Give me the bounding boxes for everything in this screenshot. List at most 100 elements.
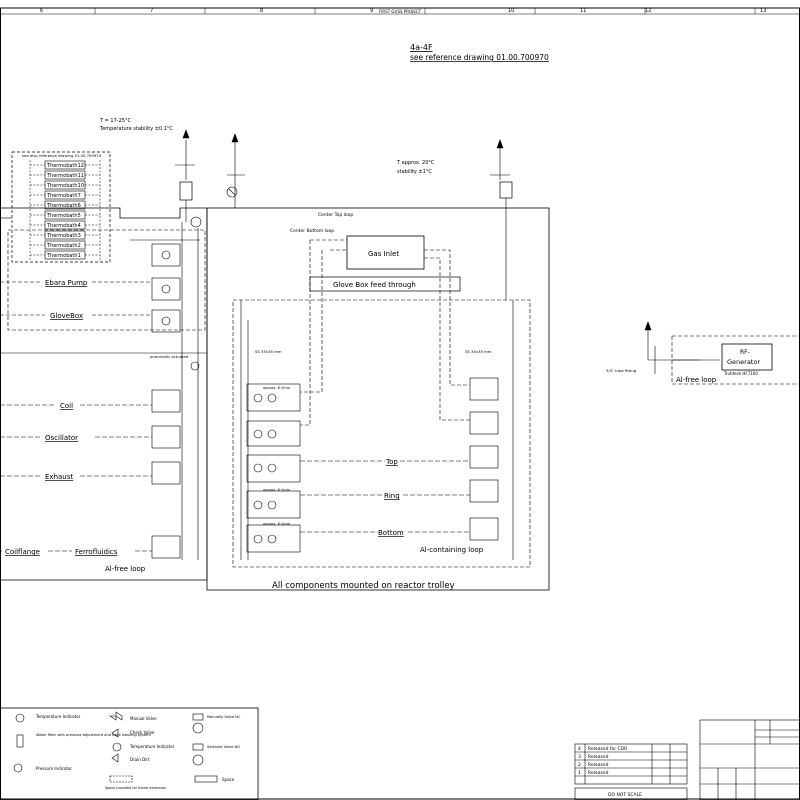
svg-text:8: 8 — [260, 8, 263, 14]
filter-size-right: SS 35x35 mm — [465, 349, 492, 354]
svg-text:Space provided for future exte: Space provided for future extension — [105, 786, 166, 790]
gas-inlet-label: Gas Inlet — [368, 250, 399, 258]
svg-text:Released: Released — [588, 770, 609, 776]
center-feed — [490, 139, 514, 560]
svg-text:2: 2 — [578, 762, 581, 768]
thermobath-pipes — [29, 160, 101, 260]
center-loop-pipes — [232, 239, 531, 568]
thermobath-cabinet — [11, 151, 111, 263]
left-temp-stability: Temperature stability ±0.1°C — [99, 126, 173, 132]
svg-text:approx. 6 l/min: approx. 6 l/min — [263, 522, 290, 526]
thermobath-5: Thermobath5 — [46, 213, 81, 219]
ring-label: Ring — [384, 492, 400, 500]
svg-text:approx. 6 l/min: approx. 6 l/min — [263, 488, 290, 492]
center-top-loop: Center Top loop — [318, 212, 353, 218]
revision-rows: 4 Released for CDR 3 Released 2 Released… — [578, 746, 627, 776]
left-process-lines — [0, 404, 152, 552]
svg-text:Manual Valve: Manual Valve — [130, 716, 157, 721]
right-al-free-label: Al-free loop — [676, 376, 717, 384]
right-tube-fitting: 3/4" tube fitting — [606, 368, 637, 373]
svg-text:Manually Valve NC: Manually Valve NC — [207, 715, 241, 719]
filter-size-left: SS 35x35 mm — [255, 349, 282, 354]
svg-text:Check Valve: Check Valve — [130, 730, 155, 735]
title-block — [699, 719, 800, 800]
center-bottom-loop: Center Bottom loop — [290, 228, 334, 234]
ref-code: 4a-4F — [410, 43, 433, 52]
svg-text:11: 11 — [580, 8, 586, 14]
svg-text:Released: Released — [588, 754, 609, 760]
coilflange-label: Coilflange — [5, 548, 40, 556]
left-main-frame — [0, 207, 208, 581]
grid-ticks — [94, 8, 756, 14]
left-temp-range: T = 17-25°C — [99, 118, 131, 124]
mounted-note: All components mounted on reactor trolle… — [272, 581, 455, 591]
svg-text:7: 7 — [150, 8, 153, 14]
left-temp-indicator — [190, 216, 202, 228]
svg-text:Pressure Indicator: Pressure Indicator — [36, 766, 72, 771]
svg-text:Water filter with pressure adj: Water filter with pressure adjustment an… — [36, 733, 151, 737]
rf-generator-line2: Generator — [727, 358, 760, 366]
right-loop — [644, 321, 800, 385]
thermobath-4: Thermobath4 — [46, 223, 81, 229]
grid-numbers: 6 7 8 9 10 11 12 13 — [40, 8, 766, 14]
center-process-lines — [300, 460, 470, 533]
svg-text:Released: Released — [588, 762, 609, 768]
svg-text:4: 4 — [578, 746, 581, 752]
ebara-pump-label: Ebara Pump — [45, 279, 88, 287]
legend-frame — [0, 707, 259, 800]
thermobath-2: Thermobath2 — [46, 243, 81, 249]
bottom-label: Bottom — [378, 529, 404, 537]
svg-text:1: 1 — [578, 770, 581, 776]
thermobath-10: Thermobath10 — [46, 183, 84, 189]
center-stability: stability ±1°C — [397, 169, 432, 175]
thermobath-ref-note: see also reference drawing 01.00.700970 — [22, 153, 102, 158]
glovebox-feed-label: Glove Box feed through — [333, 281, 416, 289]
reactor-trolley-frame — [206, 207, 550, 591]
thermobath-3: Thermobath3 — [46, 233, 81, 239]
svg-text:6: 6 — [40, 8, 43, 14]
rf-generator-line1: RF- — [740, 349, 750, 356]
thermobath-6: Thermobath6 — [46, 203, 81, 209]
svg-text:12: 12 — [645, 8, 651, 14]
svg-text:Released for CDR: Released for CDR — [588, 746, 627, 752]
center-left-column — [240, 300, 249, 560]
left-pressure-indicator — [226, 186, 238, 198]
svg-text:Temperature Indicator: Temperature Indicator — [35, 714, 81, 719]
top-label: Top — [385, 458, 398, 466]
svg-text:Space: Space — [222, 777, 235, 782]
exhaust-label: Exhaust — [45, 473, 73, 481]
left-manifold — [130, 222, 200, 560]
ferrofluidics-label: Ferrofluidics — [75, 548, 118, 556]
flow-labels: approx. 6 l/min approx. 6 l/min approx. … — [263, 386, 290, 526]
legend-texts: Temperature Indicator Water filter with … — [35, 714, 241, 790]
thermobath-stack: Thermobath12 Thermobath11 Thermobath10 T… — [44, 160, 86, 260]
revision-table — [574, 743, 688, 800]
left-filter-unit — [179, 181, 193, 201]
svg-text:Temperature Indicator: Temperature Indicator — [129, 744, 175, 749]
ref-drawing: see reference drawing 01.00.700970 — [410, 53, 549, 62]
left-loop-label: Al-free loop — [105, 565, 146, 573]
pneumatic-label: pneumatic actuated — [150, 354, 189, 359]
center-filter-unit — [499, 181, 513, 199]
gas-inlet-box — [346, 235, 425, 270]
trumpf-label: Truhteck HF7100 — [723, 371, 758, 376]
center-flow-units — [246, 377, 499, 553]
thermobath-1: Thermobath1 — [46, 253, 81, 259]
glovebox-label: GloveBox — [50, 312, 83, 320]
top-title: FIRST GUSS PROJECT — [379, 9, 422, 14]
oscillator-label: Oscillator — [45, 434, 78, 442]
do-not-scale: DO NOT SCALE — [608, 792, 642, 798]
rf-generator-box — [721, 343, 773, 371]
coil-label: Coil — [60, 402, 73, 410]
legend-symbols — [13, 711, 218, 783]
svg-text:3: 3 — [578, 754, 581, 760]
thermobath-11: Thermobath11 — [46, 173, 84, 179]
svg-text:9: 9 — [370, 8, 373, 14]
svg-text:Solenoid Valve NO: Solenoid Valve NO — [207, 745, 240, 749]
svg-text:13: 13 — [760, 8, 766, 14]
left-feed-pipes — [175, 129, 245, 222]
svg-text:Drain Dirt: Drain Dirt — [130, 757, 150, 762]
al-containing-loop-label: Al-containing loop — [420, 546, 484, 554]
left-valve-blocks — [151, 243, 200, 559]
